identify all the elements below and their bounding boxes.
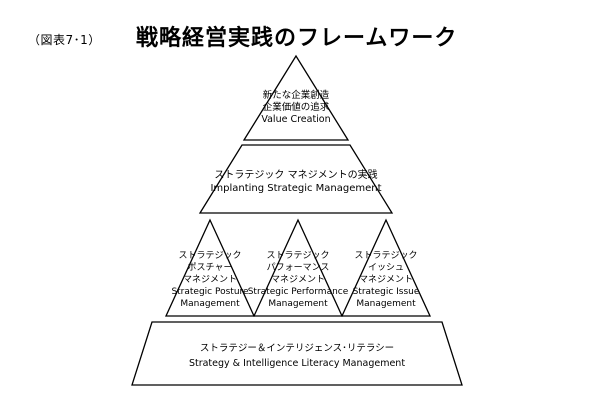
literacy-base-trapezoid — [131, 321, 463, 386]
posture-line-5: Management — [180, 299, 240, 309]
implementation-line-2: Implanting Strategic Management — [210, 183, 382, 194]
posture-label: ストラテジック ポスチャー マネジメント Strategic Posture M… — [155, 250, 265, 310]
literacy-line-2: Strategy & Intelligence Literacy Managem… — [188, 358, 406, 369]
performance-line-3: マネジメント — [270, 275, 325, 285]
value-creation-triangle — [242, 54, 350, 141]
performance-line-4: Strategic Performance — [247, 287, 349, 297]
implementation-line-1: ストラテジック マネジメントの実践 — [214, 170, 378, 181]
issue-line-1: ストラテジック — [354, 251, 418, 261]
issue-line-4: Strategic Issue — [352, 287, 420, 297]
value-creation-line-1: 新たな企業創造 — [262, 90, 330, 101]
implementation-trapezoid — [198, 144, 394, 214]
issue-line-5: Management — [356, 299, 416, 309]
literacy-label: ストラテジー＆インテリジェンス･リテラシー Strategy & Intelli… — [172, 341, 422, 371]
performance-label: ストラテジック パフォーマンス マネジメント Strategic Perform… — [243, 250, 353, 310]
issue-line-2: イッシュ — [367, 263, 404, 273]
issue-label: ストラテジック イッシュ マネジメント Strategic Issue Mana… — [331, 250, 441, 310]
value-creation-line-3: Value Creation — [261, 114, 331, 125]
posture-line-2: ポスチャー — [187, 263, 233, 273]
implementation-label: ストラテジック マネジメントの実践 Implanting Strategic M… — [196, 169, 396, 195]
issue-line-3: マネジメント — [358, 275, 413, 285]
posture-line-4: Strategic Posture — [171, 287, 249, 297]
performance-line-5: Management — [268, 299, 328, 309]
posture-line-1: ストラテジック — [178, 251, 242, 261]
literacy-line-1: ストラテジー＆インテリジェンス･リテラシー — [199, 343, 395, 354]
posture-line-3: マネジメント — [182, 275, 237, 285]
performance-line-1: ストラテジック — [266, 251, 330, 261]
performance-triangle — [252, 218, 344, 317]
performance-line-2: パフォーマンス — [266, 263, 330, 273]
page-title: 戦略経営実践のフレームワーク — [136, 26, 458, 51]
posture-triangle — [164, 218, 256, 317]
figure-label: （図表7･1） — [28, 33, 101, 47]
value-creation-label: 新たな企業創造 企業価値の追求 Value Creation — [236, 90, 356, 126]
issue-triangle — [340, 218, 432, 317]
value-creation-line-2: 企業価値の追求 — [262, 102, 330, 113]
